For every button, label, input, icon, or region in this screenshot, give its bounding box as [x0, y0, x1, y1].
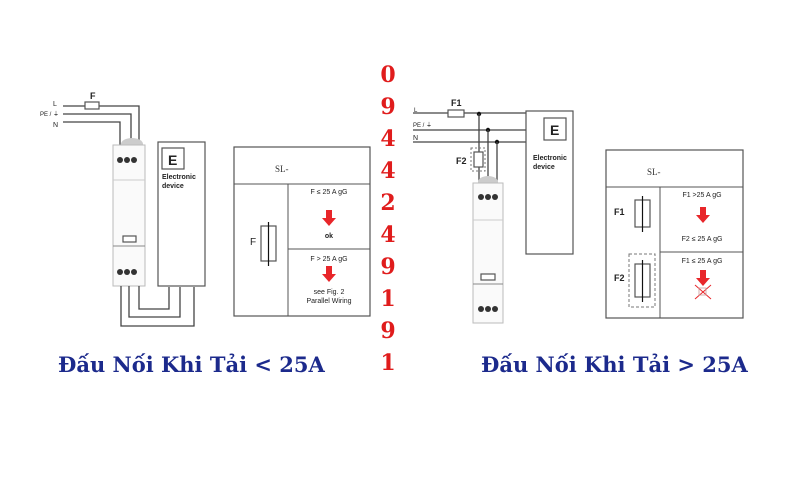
left-selection-table: SL- F F ≤ 25 A gG ok F > 25 A gG see Fig…: [233, 146, 371, 317]
device-letter-box: [543, 117, 567, 141]
phone-digit: 0: [380, 62, 395, 88]
row1-condition: F1 >25 A gG: [682, 192, 721, 199]
line-label-n: N: [53, 122, 58, 129]
top-terminals: [117, 157, 137, 163]
surge-protector-device: [112, 144, 146, 287]
device-letter-box: [161, 147, 185, 170]
phone-digit: 9: [380, 94, 395, 120]
surge-protector-device: [472, 182, 504, 324]
fuse2-icon: [473, 151, 484, 168]
arrow-down-icon: [322, 266, 336, 282]
right-selection-table: SL- F1 F2 F1 >25 A gG F2 ≤ 25 A gG F1 ≤ …: [605, 149, 744, 319]
load-wire-1: [138, 286, 170, 310]
arrow-down-icon: [696, 207, 710, 223]
bottom-terminals: [117, 269, 137, 275]
row1-result: ok: [325, 233, 333, 240]
fuse-icon: [84, 101, 100, 110]
line-label-l: L: [414, 108, 418, 114]
device-label-line2: device: [533, 164, 555, 171]
wire-pe: [63, 113, 132, 146]
device-letter: E: [168, 152, 177, 168]
table-fuse1-label: F1: [614, 207, 625, 217]
row2-condition: F > 25 A gG: [310, 256, 347, 263]
arrow-down-icon: [696, 270, 710, 286]
phone-digit: 9: [380, 254, 395, 280]
device-label-line1: Electronic: [533, 155, 567, 162]
table-header: SL-: [275, 164, 289, 174]
bottom-terminals: [478, 306, 498, 312]
table-fuse-label: F: [250, 237, 256, 248]
load-wire-3: [120, 286, 195, 327]
line-label-l: L: [53, 101, 57, 108]
arrow-down-icon: [322, 210, 336, 226]
table-fuse2-dashed-box: [628, 253, 656, 308]
fuse-label: F: [90, 91, 96, 101]
row2-result-line1: see Fig. 2: [314, 289, 345, 296]
top-terminals: [478, 194, 498, 200]
phone-number-vertical: 0 9 4 4 2 4 9 1 9 1: [380, 62, 395, 376]
table-fuse2-label: F2: [614, 273, 625, 283]
phone-digit: 1: [380, 286, 395, 312]
table-header: SL-: [647, 167, 661, 177]
fuse1-label: F1: [451, 98, 462, 108]
line-label-n: N: [413, 135, 418, 142]
wire-n: [63, 121, 121, 146]
fuse2-dashed-box: [470, 147, 486, 172]
left-title: Đấu Nối Khi Tải < 25A: [58, 352, 325, 377]
fuse2-label: F2: [456, 156, 467, 166]
row1-condition: F ≤ 25 A gG: [311, 189, 348, 196]
device-label-line2: device: [162, 183, 184, 190]
status-indicator: [480, 273, 496, 281]
row2-result-line2: Parallel Wiring: [306, 298, 351, 305]
status-indicator: [122, 235, 137, 243]
load-wire-2: [128, 286, 181, 318]
phone-digit: 9: [380, 318, 395, 344]
phone-digit: 4: [380, 222, 395, 248]
left-wiring-diagram: L PE / ⏚ N F E Electronic device: [40, 91, 371, 377]
row2-condition: F1 ≤ 25 A gG: [682, 258, 723, 265]
phone-digit: 1: [380, 350, 395, 376]
not-allowed-cross-icon: [694, 284, 712, 300]
phone-digit: 4: [380, 126, 395, 152]
row1-result: F2 ≤ 25 A gG: [682, 236, 723, 243]
right-wiring-diagram: L PE / ⏚ N F1 F2 E Electronic device: [413, 98, 748, 377]
fuse1-icon: [447, 109, 465, 118]
phone-digit: 2: [380, 190, 395, 216]
right-title: Đấu Nối Khi Tải > 25A: [481, 352, 748, 377]
device-label-line1: Electronic: [162, 174, 196, 181]
line-label-pe: PE / ⏚: [413, 122, 432, 129]
device-letter: E: [550, 122, 559, 138]
line-label-pe: PE / ⏚: [40, 111, 59, 118]
phone-digit: 4: [380, 158, 395, 184]
